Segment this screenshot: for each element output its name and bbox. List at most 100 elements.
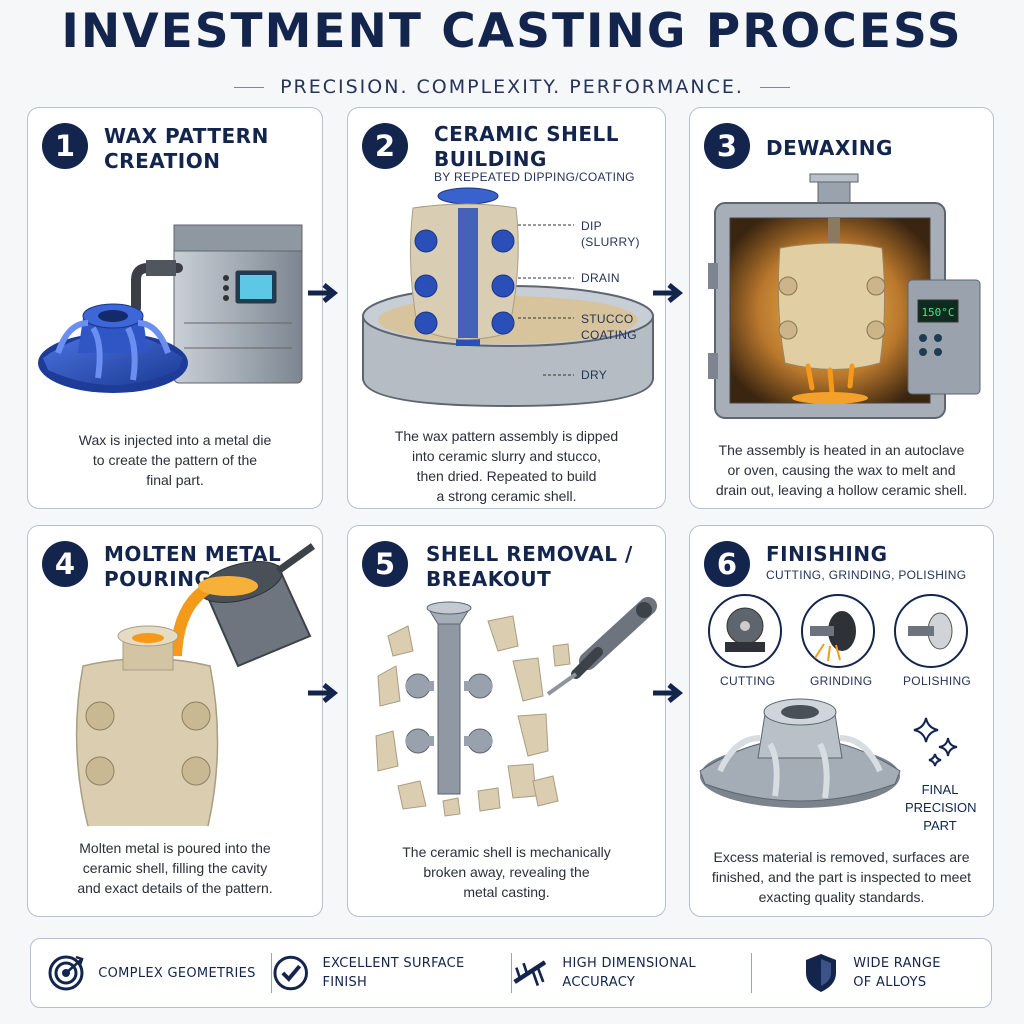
- oven-control-panel: [907, 279, 981, 395]
- step-subtitle: CUTTING, GRINDING, POLISHING: [766, 568, 967, 582]
- arrow-right-icon: [308, 683, 339, 703]
- step-panel-5: 5 SHELL REMOVAL / BREAKOUT: [347, 525, 666, 917]
- description-line: Wax is injected into a metal die: [78, 432, 272, 448]
- check-circle-icon: [273, 955, 308, 991]
- callout-dry: DRY: [581, 368, 608, 382]
- step-description: The assembly is heated in an autoclave o…: [702, 440, 981, 500]
- description-line: then dried. Repeated to build: [416, 468, 597, 484]
- final-part-label: FINAL PRECISION PART: [905, 781, 977, 835]
- callout-stucco: STUCCO COATING: [581, 311, 637, 343]
- callout-drain: DRAIN: [581, 271, 620, 285]
- description-line: and exact details of the pattern.: [77, 880, 273, 896]
- step-description: Wax is injected into a metal die to crea…: [40, 430, 310, 490]
- description-line: final part.: [146, 472, 204, 488]
- ceramic-dipping-illustration: [362, 187, 654, 408]
- callout-dip: DIP (SLURRY): [581, 218, 640, 250]
- final-label-line: PART: [923, 818, 957, 833]
- step-number-badge: 1: [42, 123, 88, 169]
- step-title: WAX PATTERN CREATION: [104, 124, 269, 174]
- feature-dimensional-accuracy: HIGH DIMENSIONAL ACCURACY: [511, 939, 751, 1007]
- step-title: DEWAXING: [766, 136, 893, 160]
- description-line: or oven, causing the wax to melt and: [727, 462, 956, 478]
- step-number-badge: 5: [362, 541, 408, 587]
- tool-label-polishing: POLISHING: [903, 674, 972, 688]
- step-panel-2: 2 CERAMIC SHELL BUILDING BY REPEATED DIP…: [347, 107, 666, 509]
- step-number-badge: 4: [42, 541, 88, 587]
- step-title-line: CERAMIC SHELL: [434, 122, 619, 146]
- shell-breakout-illustration: [375, 597, 657, 817]
- saw-icon: [725, 607, 765, 652]
- description-line: into ceramic slurry and stucco,: [411, 448, 602, 464]
- step-title-line: BUILDING: [434, 147, 547, 171]
- feature-label-line: WIDE RANGE: [853, 956, 941, 971]
- step-title-line: CREATION: [104, 149, 221, 173]
- step-title-line: BREAKOUT: [426, 567, 552, 591]
- callout-text: COATING: [581, 328, 637, 342]
- wax-injection-illustration: [38, 224, 303, 393]
- step-description: Molten metal is poured into the ceramic …: [40, 838, 310, 898]
- finishing-illustration: [699, 594, 968, 808]
- step-panel-1: 1 WAX PATTERN CREATION: [27, 107, 323, 509]
- feature-label: WIDE RANGE OF ALLOYS: [853, 954, 940, 992]
- step-title: CERAMIC SHELL BUILDING: [434, 122, 619, 172]
- step-panel-4: 4 MOLTEN METAL POURING Molten metal is p…: [27, 525, 323, 917]
- step-number-badge: 6: [704, 541, 750, 587]
- feature-complex-geometries: COMPLEX GEOMETRIES: [31, 939, 271, 1007]
- callout-text: DIP: [581, 219, 602, 233]
- step-title: SHELL REMOVAL / BREAKOUT: [426, 542, 633, 592]
- step-description: Excess material is removed, surfaces are…: [702, 847, 981, 907]
- grinder-icon: [810, 611, 856, 662]
- ceramic-shell: [75, 657, 219, 826]
- step-panel-6: 6 FINISHING CUTTING, GRINDING, POLISHING: [689, 525, 994, 917]
- features-bar: COMPLEX GEOMETRIES EXCELLENT SURFACE FIN…: [30, 938, 992, 1008]
- shield-icon: [806, 954, 837, 992]
- description-line: finished, and the part is inspected to m…: [711, 869, 972, 885]
- feature-label: EXCELLENT SURFACE FINISH: [322, 956, 465, 990]
- page-subtitle: PRECISION. COMPLEXITY. PERFORMANCE.: [280, 76, 744, 98]
- caliper-icon: [513, 960, 547, 986]
- description-line: The assembly is heated in an autoclave: [718, 442, 965, 458]
- tool-label-cutting: CUTTING: [720, 674, 776, 688]
- final-part: [699, 698, 901, 808]
- description-line: a strong ceramic shell.: [436, 488, 577, 504]
- step-title: FINISHING: [766, 542, 888, 566]
- step-number-badge: 3: [704, 123, 750, 169]
- subtitle-divider-left: [234, 86, 265, 88]
- subtitle-row: PRECISION. COMPLEXITY. PERFORMANCE.: [0, 74, 1024, 100]
- step-subtitle: BY REPEATED DIPPING/COATING: [434, 170, 635, 184]
- description-line: to create the pattern of the: [92, 452, 258, 468]
- step-title-line: WAX PATTERN: [104, 124, 269, 148]
- step-description: The ceramic shell is mechanically broken…: [360, 842, 653, 902]
- subtitle-divider-right: [759, 86, 790, 88]
- oven-temp-display: 150°C: [921, 306, 954, 319]
- description-line: drain out, leaving a hollow ceramic shel…: [715, 482, 968, 498]
- metal-pouring-illustration: [75, 543, 316, 826]
- feature-label: COMPLEX GEOMETRIES: [98, 965, 256, 981]
- step-title-line: SHELL REMOVAL /: [426, 542, 633, 566]
- feature-wide-range-alloys: WIDE RANGE OF ALLOYS: [751, 939, 991, 1007]
- description-line: Molten metal is poured into the: [79, 840, 271, 856]
- description-line: metal casting.: [463, 884, 550, 900]
- description-line: The ceramic shell is mechanically: [402, 844, 611, 860]
- tool-label-grinding: GRINDING: [810, 674, 873, 688]
- step-panel-3: 3 DEWAXING 150°C The assembly is heated …: [689, 107, 994, 509]
- callout-text: STUCCO: [581, 312, 634, 326]
- description-line: The wax pattern assembly is dipped: [394, 428, 619, 444]
- description-line: Excess material is removed, surfaces are: [713, 849, 970, 865]
- ceramic-fragments: [375, 615, 571, 817]
- description-line: broken away, revealing the: [423, 864, 590, 880]
- feature-label-line: OF ALLOYS: [853, 975, 927, 990]
- step-description: The wax pattern assembly is dipped into …: [360, 426, 653, 506]
- final-label-line: PRECISION: [905, 800, 977, 815]
- dewaxing-oven-illustration: 150°C: [708, 173, 981, 419]
- feature-surface-finish: EXCELLENT SURFACE FINISH: [271, 939, 511, 1007]
- sparkle-icon: [913, 717, 958, 767]
- arrow-right-icon: [308, 283, 339, 303]
- callout-text: (SLURRY): [581, 235, 640, 249]
- arrow-right-icon: [653, 283, 684, 303]
- description-line: exacting quality standards.: [758, 889, 925, 905]
- final-label-line: FINAL: [921, 782, 959, 797]
- page-title: INVESTMENT CASTING PROCESS: [61, 4, 963, 59]
- target-icon: [48, 955, 84, 991]
- arrow-right-icon: [653, 683, 684, 703]
